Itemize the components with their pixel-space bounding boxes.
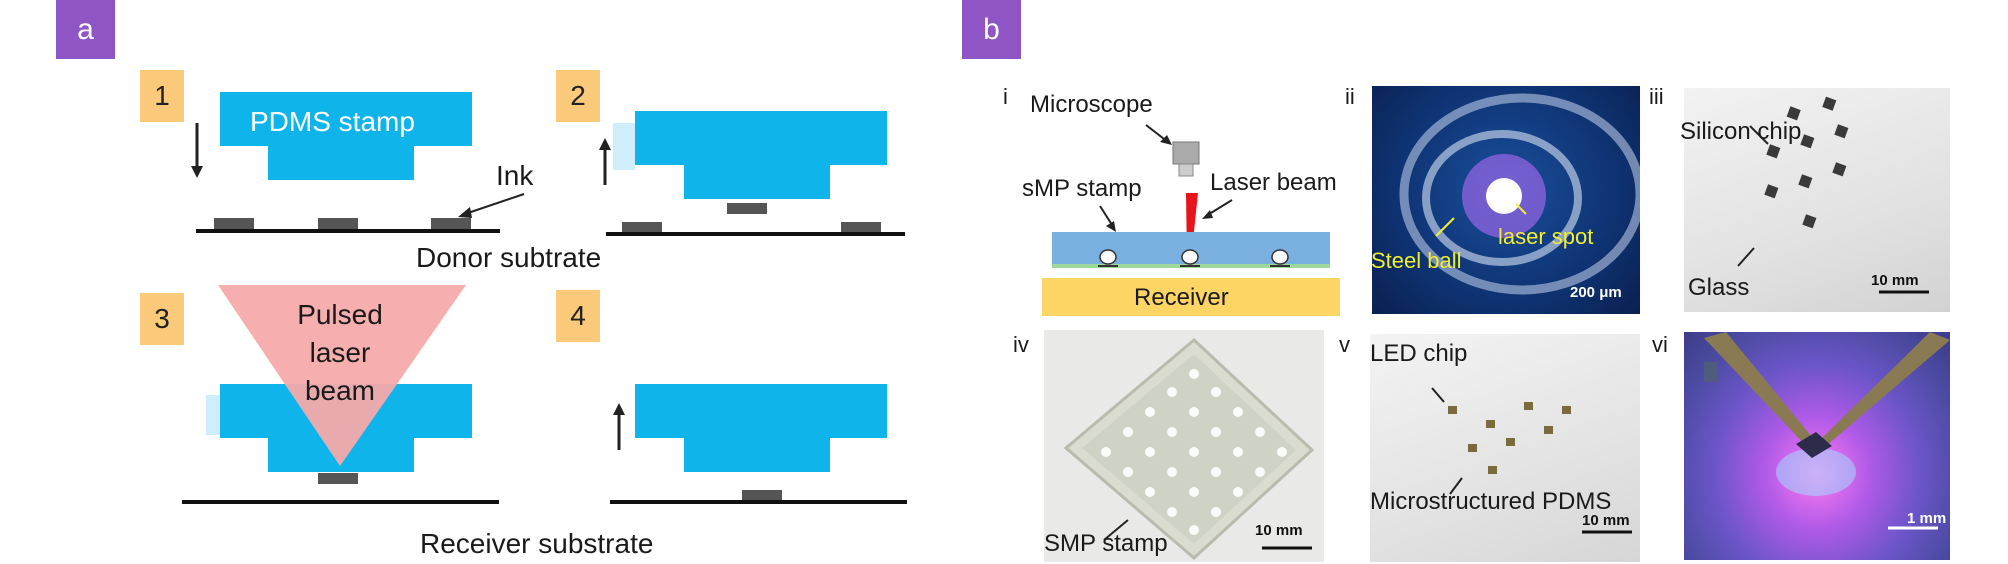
step-3-diagram	[182, 285, 499, 504]
step-2-badge: 2	[556, 70, 600, 122]
pdms-stamp-label: PDMS stamp	[250, 106, 415, 137]
laser-label-line-3: beam	[304, 375, 376, 406]
iv-scale-label: 10 mm	[1255, 522, 1303, 539]
laser-spot-photo	[1372, 86, 1640, 314]
silicon-chip-label: Silicon chip	[1680, 118, 1802, 145]
step-1-diagram	[191, 92, 525, 233]
sub-v-numeral: v	[1339, 332, 1350, 357]
ink-label: Ink	[496, 160, 534, 191]
sub-i-numeral: i	[1003, 84, 1008, 109]
step-4-badge: 4	[556, 290, 600, 342]
laser-beam-label: Laser beam	[1210, 169, 1337, 196]
step-2-diagram	[599, 111, 905, 236]
panel-a-tag: a	[56, 0, 115, 59]
led-chip-label: LED chip	[1370, 340, 1468, 367]
step-1-badge: 1	[140, 70, 184, 122]
smp-stamp-photo	[1044, 330, 1324, 562]
iii-scale-label: 10 mm	[1871, 272, 1919, 289]
sub-i-schematic	[1042, 124, 1340, 316]
microstructured-pdms-label: Microstructured PDMS	[1370, 488, 1612, 515]
v-scale-label: 10 mm	[1582, 512, 1630, 529]
sub-iii-numeral: iii	[1649, 84, 1664, 109]
sub-ii-numeral: ii	[1345, 84, 1355, 109]
vi-scale-label: 1 mm	[1907, 510, 1947, 527]
probe-led-photo	[1684, 332, 1950, 560]
laser-label-line-1: Pulsed	[297, 299, 383, 330]
laser-spot-label: laser spot	[1498, 224, 1594, 249]
steel-ball-label: Steel ball	[1371, 248, 1462, 273]
led-chip-photo	[1370, 334, 1640, 562]
step-3-badge: 3	[140, 293, 184, 345]
sub-iv-numeral: iv	[1013, 332, 1029, 357]
smp-stamp-schematic-label: sMP stamp	[1022, 175, 1142, 202]
microscope-label: Microscope	[1030, 91, 1153, 118]
step-4-diagram	[610, 384, 907, 504]
receiver-substrate-label: Receiver substrate	[420, 528, 654, 559]
silicon-chip-photo	[1684, 88, 1950, 312]
chip-grid	[1764, 96, 1849, 229]
receiver-label: Receiver	[1134, 284, 1229, 311]
panel-a-diagram	[182, 92, 907, 504]
pulsed-laser-beam-label: Pulsed laser beam	[270, 296, 410, 410]
panel-b-tag: b	[962, 0, 1021, 59]
donor-substrate-label: Donor subtrate	[416, 242, 602, 273]
laser-label-line-2: laser	[309, 337, 371, 368]
smp-stamp-photo-label: SMP stamp	[1044, 530, 1168, 557]
ii-scale-label: 200 μm	[1570, 284, 1622, 301]
glass-label: Glass	[1688, 274, 1750, 301]
sub-vi-numeral: vi	[1652, 332, 1668, 357]
